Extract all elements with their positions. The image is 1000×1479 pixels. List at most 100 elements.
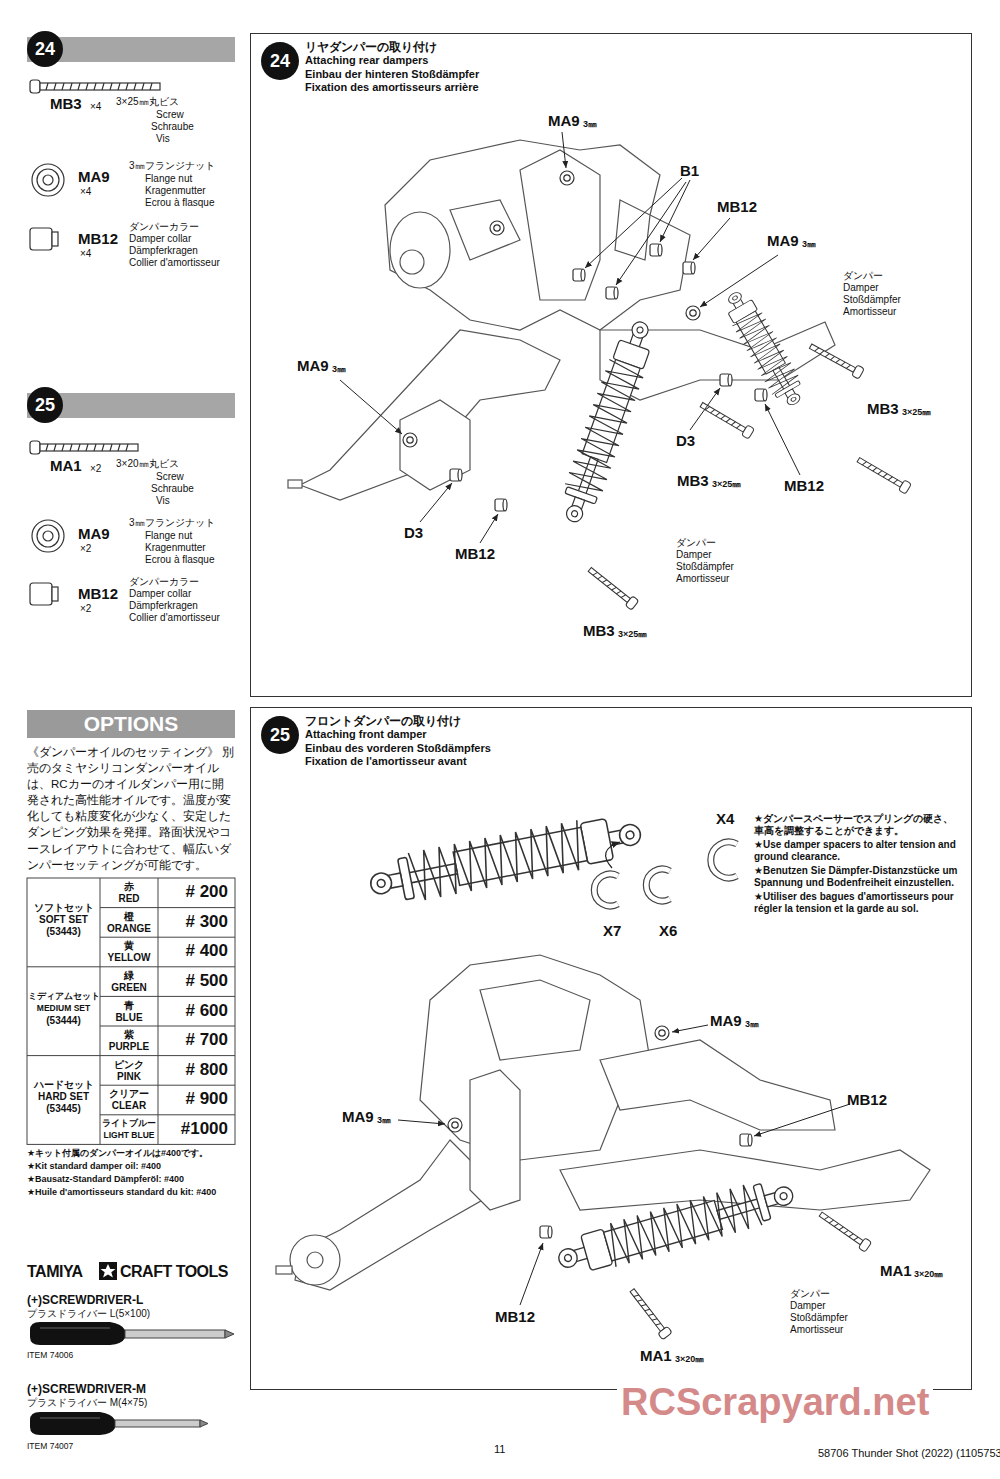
step-number-text: 25 xyxy=(35,395,55,416)
part-name: Dämpferkragen xyxy=(129,245,198,257)
oil-number: #1000 xyxy=(158,1119,228,1139)
watermark: RCScrapyard.net xyxy=(617,1380,933,1426)
table-cell: 紫 xyxy=(100,1029,158,1041)
table-cell: (53445) xyxy=(27,1103,100,1115)
part-name: 3×20㎜丸ビス xyxy=(116,458,179,470)
part-code: MA9 xyxy=(342,1108,374,1126)
part-name: Dämpferkragen xyxy=(129,600,198,612)
part-name: Stoßdämpfer xyxy=(843,294,901,306)
item-number: ITEM 74006 xyxy=(27,1350,73,1360)
part-code: MA1 xyxy=(50,457,82,475)
table-cell: (53443) xyxy=(27,926,100,938)
quantity: ×4 xyxy=(80,248,91,260)
part-name: Flange nut xyxy=(145,173,192,185)
note: ★キット付属のダンパーオイルは#400です。 xyxy=(27,1148,208,1159)
tool-name: (+)SCREWDRIVER-M xyxy=(27,1382,146,1396)
note: ★Utiliser des bagues d'amortisseurs pour… xyxy=(754,891,959,915)
size-note: 3㎜ xyxy=(332,364,346,375)
part-code: MB3 xyxy=(677,472,709,490)
step-heading: フロントダンパーの取り付けAttaching front damperEinba… xyxy=(305,714,491,768)
part-name: Collier d'amortisseur xyxy=(129,257,220,269)
part-name: プラスドライバー M(4×75) xyxy=(27,1397,147,1409)
section-band: OPTIONS xyxy=(27,710,235,738)
table-cell: MEDIUM SET xyxy=(27,1003,100,1013)
part-name: Flange nut xyxy=(145,530,192,542)
part-code: D3 xyxy=(404,524,423,542)
table-cell: PINK xyxy=(100,1071,158,1083)
step-number: 25 xyxy=(261,716,299,754)
table-cell: 橙 xyxy=(100,911,158,923)
options-text: 《ダンパーオイルのセッティング》 別売のタミヤシリコンダンパーオイルは、RCカー… xyxy=(27,744,235,873)
note: ★Kit standard damper oil: #400 xyxy=(27,1161,161,1172)
part-name: ダンパー xyxy=(843,270,883,282)
size-note: 3㎜ xyxy=(745,1019,759,1030)
table-cell: YELLOW xyxy=(100,952,158,964)
part-name: Screw xyxy=(156,109,184,121)
table-cell: ライトブルー xyxy=(100,1118,158,1128)
table-cell: LIGHT BLUE xyxy=(100,1130,158,1140)
part-code: MB12 xyxy=(784,477,824,495)
step-number-text: 24 xyxy=(35,39,55,60)
part-name: ダンパー xyxy=(790,1288,830,1300)
part-code: D3 xyxy=(676,432,695,450)
oil-number: # 800 xyxy=(158,1060,228,1080)
note: ★Huile d'amortisseurs standard du kit: #… xyxy=(27,1187,216,1198)
table-cell: PURPLE xyxy=(100,1041,158,1053)
part-name: 3㎜フランジナット xyxy=(129,160,215,172)
quantity: ×2 xyxy=(80,543,91,555)
step-title: Fixation de l'amortisseur avant xyxy=(305,755,491,768)
table-cell: クリアー xyxy=(100,1088,158,1100)
part-code: MB3 xyxy=(583,622,615,640)
part-code: MA9 xyxy=(297,357,329,375)
part-name: ダンパーカラー xyxy=(129,576,199,588)
part-name: Ecrou à flasque xyxy=(145,554,215,566)
step-number: 24 xyxy=(261,42,299,80)
part-code: MA1 xyxy=(880,1262,912,1280)
oil-number: # 300 xyxy=(158,912,228,932)
step-title: フロントダンパーの取り付け xyxy=(305,714,491,728)
part-name: 3×25㎜丸ビス xyxy=(116,96,179,108)
size-note: 3㎜ xyxy=(377,1115,391,1126)
table-cell: ピンク xyxy=(100,1059,158,1071)
part-code: MA9 xyxy=(548,112,580,130)
tool-name: (+)SCREWDRIVER-L xyxy=(27,1293,143,1307)
quantity: ×4 xyxy=(80,186,91,198)
oil-number: # 400 xyxy=(158,941,228,961)
size-note: 3×20㎜ xyxy=(914,1269,943,1280)
step-title: Attaching rear dampers xyxy=(305,54,479,67)
footer-text: 11 xyxy=(494,1443,505,1456)
size-note: 3×25㎜ xyxy=(618,629,647,640)
table-cell: GREEN xyxy=(100,982,158,994)
table-cell: HARD SET xyxy=(27,1091,100,1103)
step-heading: リヤダンパーの取り付けAttaching rear dampersEinbau … xyxy=(305,40,479,94)
part-code: MB12 xyxy=(455,545,495,563)
part-code: MB12 xyxy=(847,1091,887,1109)
part-name: Kragenmutter xyxy=(145,542,206,554)
size-note: 3×25㎜ xyxy=(712,479,741,490)
table-cell: 黄 xyxy=(100,940,158,952)
part-name: ダンパーカラー xyxy=(129,221,199,233)
part-name: Amortisseur xyxy=(843,306,896,318)
part-name: Stoßdämpfer xyxy=(790,1312,848,1324)
quantity: ×2 xyxy=(90,463,101,475)
part-name: Kragenmutter xyxy=(145,185,206,197)
table-cell: ミディアムセット xyxy=(27,991,100,1001)
part-name: Amortisseur xyxy=(676,573,729,585)
part-code: MB3 xyxy=(50,95,82,113)
note: ★Bausatz-Standard Dämpferöl: #400 xyxy=(27,1174,184,1185)
part-code: MB12 xyxy=(717,198,757,216)
part-name: Damper collar xyxy=(129,588,191,600)
part-name: 3㎜フランジナット xyxy=(129,517,215,529)
part-code: MB12 xyxy=(78,585,118,603)
table-cell: 青 xyxy=(100,1000,158,1012)
note: ★Benutzen Sie Dämpfer-Distanzstücke um S… xyxy=(754,865,959,889)
part-name: Damper xyxy=(790,1300,826,1312)
size-note: 3㎜ xyxy=(802,239,816,250)
part-code: MA9 xyxy=(78,525,110,543)
oil-number: # 200 xyxy=(158,882,228,902)
brand-logo: TAMIYA xyxy=(27,1262,83,1281)
part-name: Vis xyxy=(156,495,170,507)
table-cell: ソフトセット xyxy=(27,902,100,914)
part-code: MB12 xyxy=(495,1308,535,1326)
step-panel: リヤダンパーの取り付けAttaching rear dampersEinbau … xyxy=(250,33,972,697)
